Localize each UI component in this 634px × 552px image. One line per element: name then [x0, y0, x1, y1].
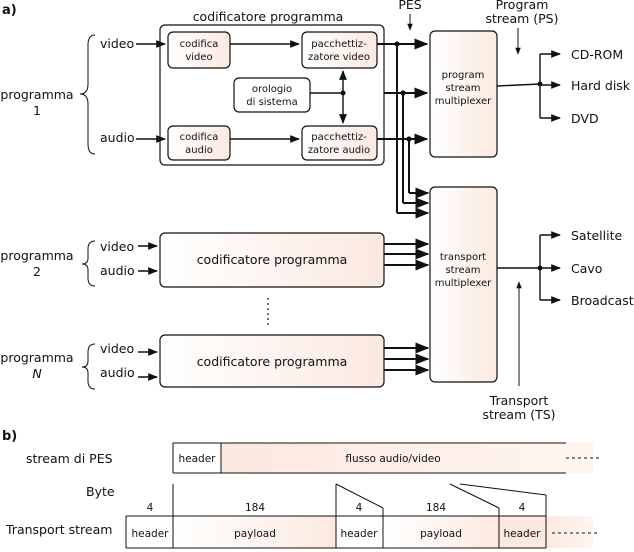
program-1-label-line1: programma	[0, 87, 73, 102]
audio-packetizer-line2: zatore audio	[308, 145, 370, 156]
program-1-video-label: video	[100, 36, 134, 51]
audio-encoder-block	[167, 125, 231, 161]
ts-cell-4	[383, 516, 499, 548]
ps-mux-line2: stream	[445, 83, 480, 94]
output-dvd: DVD	[571, 111, 599, 126]
transport-stream-multiplexer	[429, 186, 498, 383]
program-2-label-line2: 2	[33, 264, 41, 279]
program-1-group: programma 1 video audio	[0, 34, 135, 155]
part-a-label: a)	[2, 3, 17, 18]
output-cavo: Cavo	[571, 261, 602, 276]
pes-header-text: header	[179, 453, 217, 465]
audio-packetizer-block	[301, 125, 378, 161]
ts-label-line2: stream (TS)	[482, 407, 555, 422]
ts-mux-line1: transport	[440, 252, 486, 263]
program-2-encoder	[159, 232, 385, 288]
byte-size-2: 184	[245, 502, 265, 514]
ts-cell-3	[336, 516, 383, 548]
program-2-group: programma 2 video audio codificatore pro…	[0, 232, 430, 288]
ts-cell-4-text: payload	[420, 528, 462, 540]
program-stream-multiplexer	[429, 30, 498, 158]
ts-mux-line3: multiplexer	[435, 278, 492, 289]
ps-mux-line3: multiplexer	[435, 96, 492, 107]
video-packetizer-line1: pacchettiz-	[311, 39, 367, 50]
audio-encoder-line2: audio	[185, 145, 213, 156]
byte-label: Byte	[86, 484, 115, 499]
program-1-label-line2: 1	[33, 103, 41, 118]
pes-stream-background	[221, 443, 593, 473]
program-2-label-line1: programma	[0, 248, 73, 263]
system-clock-line1: orologio	[252, 84, 292, 95]
program-n-label-line1: programma	[0, 350, 73, 365]
ps-label-line1: Program	[496, 0, 549, 12]
system-clock-line2: di sistema	[246, 97, 297, 108]
ts-stream-label: Transport stream	[5, 522, 112, 537]
byte-size-1: 4	[147, 502, 154, 514]
pes-payload-text: flusso audio/video	[345, 453, 440, 465]
video-encoder-block	[167, 31, 231, 69]
pes-header-cell	[173, 443, 221, 473]
ps-out-line	[496, 83, 541, 87]
video-encoder-line1: codifica	[180, 39, 219, 50]
output-satellite: Satellite	[571, 228, 623, 243]
program-n-audio-label: audio	[100, 365, 135, 380]
part-b-label: b)	[2, 429, 17, 444]
program-n-brace	[81, 343, 96, 390]
video-packetizer-block	[301, 31, 378, 69]
video-packetizer-line2: zatore video	[308, 52, 370, 63]
program-n-group: programma N video audio codificatore pro…	[0, 334, 430, 390]
audio-packetizer-line1: pacchettiz-	[311, 132, 367, 143]
output-broadcast: Broadcast	[571, 293, 634, 308]
encoder-title: codificatore programma	[193, 9, 344, 24]
ts-cell-1-text: header	[132, 528, 170, 540]
ts-cell-6	[546, 516, 593, 548]
byte-guide-2	[335, 483, 384, 509]
program-1-audio-label: audio	[100, 130, 135, 145]
program-2-brace	[81, 240, 96, 287]
program-2-audio-label: audio	[100, 263, 135, 278]
ts-cell-2-text: payload	[234, 528, 276, 540]
program-2-encoder-label: codificatore programma	[197, 252, 348, 267]
program-n-encoder	[159, 334, 385, 388]
system-clock-block	[233, 77, 311, 113]
program-n-video-label: video	[100, 341, 134, 356]
program-1-brace	[79, 34, 96, 155]
output-cdrom: CD-ROM	[571, 47, 623, 62]
ps-mux-line1: program	[442, 70, 485, 81]
ts-mux-line2: stream	[445, 265, 480, 276]
ts-cell-1	[126, 516, 173, 548]
program-n-label-line2: N	[32, 366, 42, 381]
ts-cell-5-text: header	[504, 528, 542, 540]
ts-cell-2	[173, 516, 336, 548]
ts-label-line1: Transport	[489, 393, 549, 408]
byte-size-5: 4	[519, 502, 526, 514]
program-n-encoder-label: codificatore programma	[197, 354, 348, 369]
byte-guide-6	[459, 483, 547, 496]
ts-cell-5	[499, 516, 546, 548]
ts-cell-3-text: header	[341, 528, 379, 540]
pes-stream-label: stream di PES	[26, 451, 113, 466]
ps-label-line2: stream (PS)	[485, 11, 558, 26]
byte-size-3: 4	[356, 502, 363, 514]
program-2-video-label: video	[100, 239, 134, 254]
output-hard-disk: Hard disk	[571, 78, 631, 93]
clock-junction-dot	[340, 90, 346, 96]
pes-label: PES	[398, 0, 421, 12]
audio-encoder-line1: codifica	[180, 132, 219, 143]
video-encoder-line2: video	[185, 52, 212, 63]
byte-guide-4	[449, 483, 500, 509]
byte-size-4: 184	[426, 502, 446, 514]
